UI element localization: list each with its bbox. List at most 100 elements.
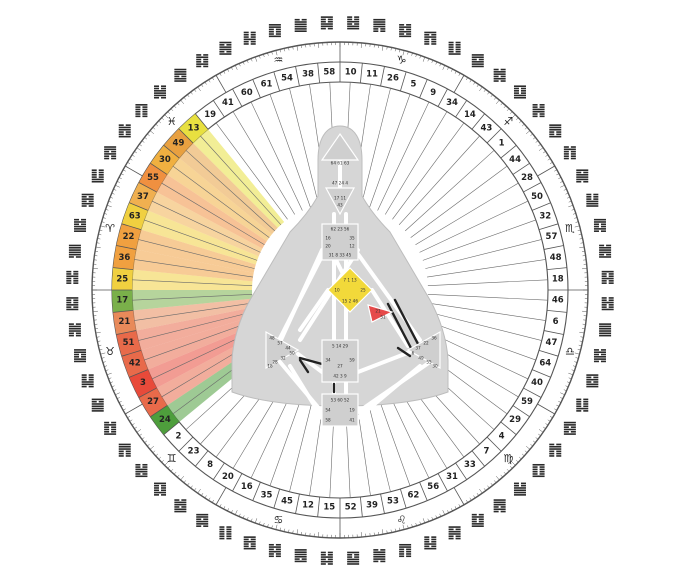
hexagram-line	[98, 171, 104, 174]
hexagram-line	[563, 421, 576, 424]
virgo-icon: ♍	[503, 452, 513, 465]
ring-tick	[419, 521, 421, 525]
hexagram-line	[294, 21, 307, 23]
g-gates-bottom: 15 2 46	[342, 299, 358, 304]
ring-tick	[194, 89, 197, 92]
hexagram-line	[406, 24, 412, 26]
throat-gate-r1: 35	[349, 236, 355, 241]
gate-spoke	[369, 94, 411, 208]
ring-tick	[554, 408, 558, 411]
hexagram-line	[583, 405, 589, 408]
hexagram-line	[471, 63, 484, 65]
ring-tick	[521, 453, 525, 457]
gate-spoke	[410, 165, 508, 238]
ring-tick	[109, 196, 113, 199]
ring-tick	[439, 513, 442, 517]
hexagram-line	[174, 73, 187, 75]
hexagram-line	[74, 225, 87, 228]
hexagram-line	[373, 21, 386, 23]
hexagram-line	[347, 20, 360, 23]
hexagram-line	[154, 87, 160, 90]
gate-divider	[437, 473, 448, 492]
ring-tick	[139, 144, 142, 147]
hexagram-line	[294, 555, 307, 558]
ring-tick	[439, 63, 442, 67]
hexagram-line	[161, 85, 167, 88]
hexagram-line	[81, 202, 94, 205]
hexagram-line	[549, 131, 555, 133]
hexagram-line	[513, 96, 526, 99]
hexagram-line	[275, 28, 281, 31]
ring-tick	[510, 466, 513, 469]
ring-tick	[574, 217, 578, 219]
hexagram-line	[294, 553, 307, 556]
gate-number: 20	[222, 472, 234, 482]
hexagram-line	[174, 508, 187, 511]
ring-tick	[525, 130, 531, 134]
hexagram-line	[66, 270, 72, 273]
hexagram-line	[601, 273, 607, 275]
solar-gate-g: 30	[432, 364, 438, 369]
gate-number: 59	[521, 397, 533, 407]
hexagram-line	[219, 48, 232, 51]
hexagram-line	[513, 90, 519, 92]
hexagram-line	[583, 410, 589, 412]
hexagram-line	[174, 501, 187, 504]
hexagram-line	[250, 33, 256, 36]
ring-tick	[208, 497, 211, 501]
gate-cell-active	[129, 182, 157, 211]
hexagram-line	[91, 400, 97, 403]
ring-tick	[96, 242, 100, 244]
ring-tick	[183, 97, 187, 100]
gate-wedge	[147, 323, 263, 389]
gate-number: 28	[521, 173, 533, 183]
gate-divider	[129, 202, 148, 211]
hexagram-line	[135, 106, 141, 108]
hexagram-line	[354, 23, 360, 25]
spleen-gate-c: 44	[285, 346, 291, 351]
ring-tick	[574, 361, 578, 363]
gate-number: 32	[539, 212, 551, 222]
gate-spoke	[172, 165, 270, 238]
hexagram-line	[275, 30, 281, 33]
gate-number: 56	[427, 482, 439, 492]
ring-tick	[469, 497, 472, 501]
ring-tick	[493, 480, 497, 483]
hexagram-line	[154, 90, 167, 92]
gate-number: 44	[509, 155, 521, 165]
gate-wedge	[133, 298, 254, 331]
hexagram-icon	[268, 24, 281, 38]
hexagram-line	[606, 244, 612, 247]
g-gates-top: 7 1 13	[343, 278, 357, 283]
ring-tick	[431, 59, 434, 63]
hexagram-line	[68, 325, 81, 328]
hexagram-icon	[424, 31, 437, 45]
ring-tick	[279, 527, 281, 531]
ring-tick	[516, 117, 519, 120]
gate-number: 37	[137, 192, 149, 202]
gate-number: 46	[552, 296, 564, 306]
hexagram-line	[601, 301, 614, 304]
hexagram-line	[104, 424, 117, 426]
gate-spoke	[232, 111, 296, 215]
gate-spoke	[151, 200, 261, 253]
gate-number: 57	[546, 232, 558, 242]
hexagram-line	[493, 499, 506, 501]
hexagram-line	[104, 146, 117, 148]
hexagram-icon	[471, 513, 484, 527]
hexagram-line	[373, 549, 379, 551]
hexagram-icon	[599, 323, 612, 337]
hexagram-line	[73, 273, 79, 275]
hexagram-line	[91, 169, 97, 172]
solar-gate-b: 22	[423, 341, 429, 346]
gate-cell-active	[121, 202, 148, 230]
ring-tick	[538, 429, 544, 433]
hexagram-line	[448, 533, 461, 535]
hexagram-line	[549, 455, 555, 457]
hexagram-line	[455, 537, 461, 540]
hexagram-line	[493, 75, 499, 78]
hexagram-line	[66, 306, 72, 308]
hexagram-line	[532, 113, 538, 115]
ring-tick	[538, 144, 541, 147]
hexagram-line	[154, 94, 167, 97]
